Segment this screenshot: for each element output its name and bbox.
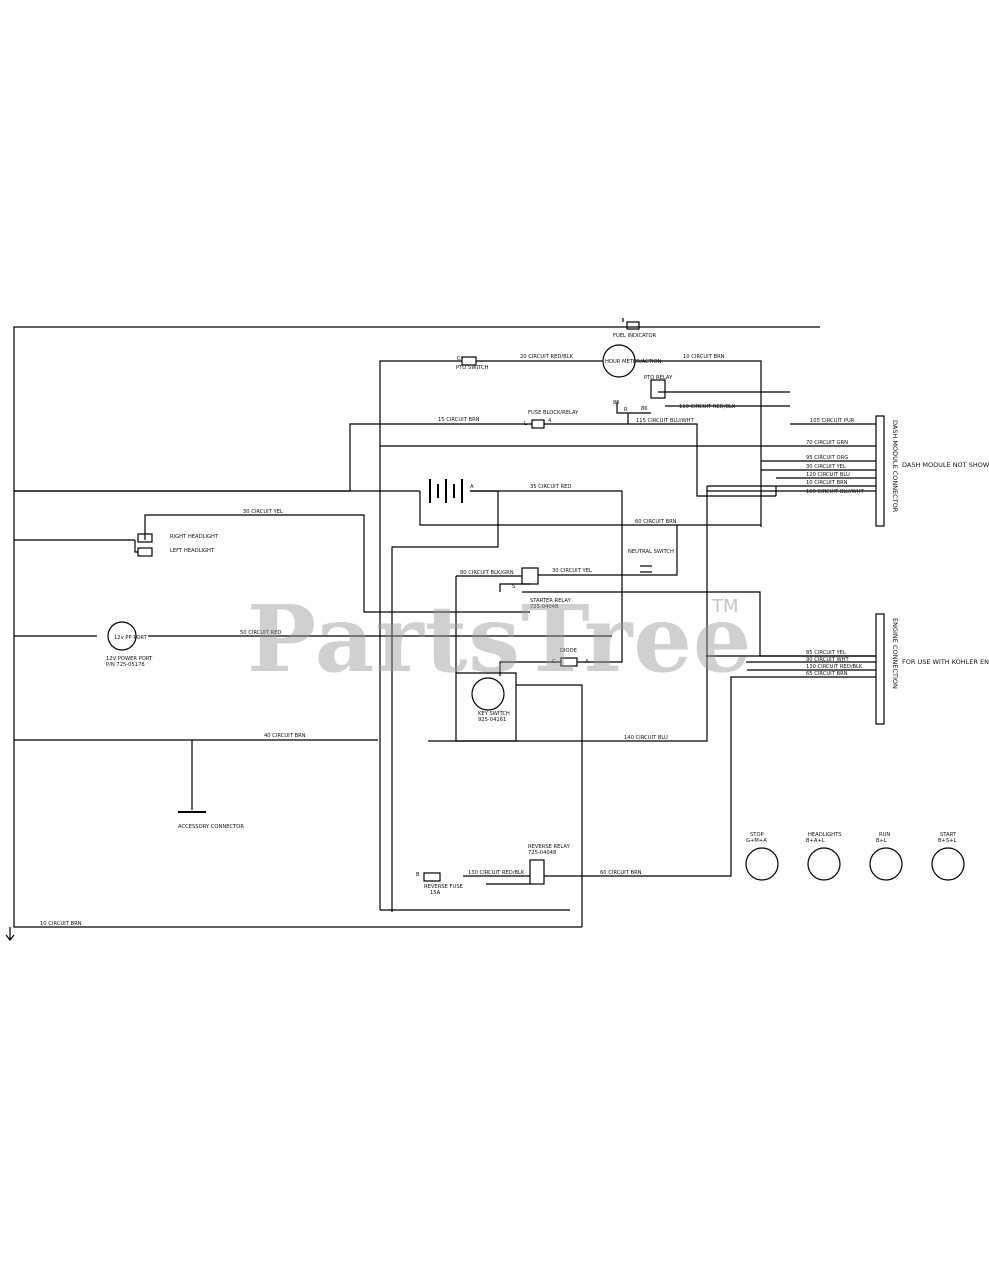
headlights: 30 CIRCUIT YEL RIGHT HEADLIGHT LEFT HEAD… [134,509,530,613]
svg-text:86: 86 [641,406,648,412]
key-position-run: RUN B+L [869,832,903,881]
svg-text:130 CIRCUIT RED/BLK: 130 CIRCUIT RED/BLK [806,664,863,670]
key-position-start: START B+S+L [931,832,965,881]
svg-text:925-04161: 925-04161 [478,717,506,723]
battery: A 35 CIRCUIT RED 60 CIRCUIT BRN [391,479,761,912]
svg-text:B: B [416,872,420,878]
svg-text:B+S+L: B+S+L [938,838,957,844]
svg-text:R: R [624,407,628,413]
svg-text:12V POWER PORT: 12V POWER PORT [106,656,153,662]
svg-text:RUN: RUN [879,832,890,838]
pto-pin-c: C [457,356,461,362]
svg-text:130 CIRCUIT RED/BLK: 130 CIRCUIT RED/BLK [468,870,525,876]
key-positions: STOP G+M+A HEADLIGHTS B+A+L RUN B+L STAR… [745,832,965,881]
svg-text:KEY SWITCH: KEY SWITCH [478,711,510,717]
svg-text:FUSE BLOCK/RELAY: FUSE BLOCK/RELAY [528,410,579,416]
svg-text:140 CIRCUIT BLU: 140 CIRCUIT BLU [624,735,668,741]
svg-text:A: A [585,659,589,665]
svg-text:12v PP PORT: 12v PP PORT [114,635,148,641]
fuse-block: 15 CIRCUIT BRN FUSE BLOCK/RELAY L 4 [14,410,628,492]
svg-text:35 CIRCUIT RED: 35 CIRCUIT RED [530,484,571,490]
svg-text:ENGINE CONNECTION: ENGINE CONNECTION [891,618,899,689]
svg-text:START: START [940,832,957,838]
key-position-headlights: HEADLIGHTS B+A+L [806,832,842,881]
svg-text:PTO RELAY: PTO RELAY [644,375,673,381]
partstree-watermark: PartsTree [247,585,753,693]
key-position-stop: STOP G+M+A [745,832,779,881]
dash-connector: 105 CIRCUIT PUR 70 CIRCUIT GRN 95 CIRCUI… [380,415,989,527]
svg-text:DIODE: DIODE [560,648,577,654]
svg-text:HEADLIGHTS: HEADLIGHTS [808,832,842,838]
svg-text:STARTER RELAY: STARTER RELAY [530,598,572,604]
svg-text:DASH MODULE NOT SHOWN P/N 725-: DASH MODULE NOT SHOWN P/N 725-04022 [902,461,989,469]
svg-text:30 CIRCUIT YEL: 30 CIRCUIT YEL [243,509,283,515]
svg-text:G+M+A: G+M+A [746,838,767,844]
svg-text:30 CIRCUIT YEL: 30 CIRCUIT YEL [552,568,592,574]
wire-10-label: 10 CIRCUIT BRN [683,354,725,360]
svg-text:P/N 725-05178: P/N 725-05178 [106,662,145,668]
svg-text:60 CIRCUIT BRN: 60 CIRCUIT BRN [600,870,642,876]
svg-text:15A: 15A [430,890,441,896]
svg-text:40 CIRCUIT BRN: 40 CIRCUIT BRN [264,733,306,739]
svg-text:725-04048: 725-04048 [528,850,556,856]
svg-text:A: A [470,484,474,490]
svg-text:NEUTRAL SWITCH: NEUTRAL SWITCH [628,549,674,555]
svg-text:60 CIRCUIT BRN: 60 CIRCUIT BRN [635,519,677,525]
svg-text:95 CIRCUIT ORG: 95 CIRCUIT ORG [806,455,848,461]
fuel-indicator-label: FUEL INDICATOR [613,333,657,339]
neutral-switch: 30 CIRCUIT YEL NEUTRAL SWITCH [538,525,678,576]
pto-row: PTO SWITCH C 20 CIRCUIT RED/BLK HOUR MET… [379,344,762,910]
hour-meter-label: HOUR METER/ACTION [605,359,661,365]
svg-text:REVERSE FUSE: REVERSE FUSE [424,884,463,890]
svg-text:REVERSE RELAY: REVERSE RELAY [528,844,571,850]
svg-text:RIGHT HEADLIGHT: RIGHT HEADLIGHT [170,534,219,540]
pto-relay: PTO RELAY 85 86 110 CIRCUIT RED/BLK R 11… [613,375,790,497]
svg-text:FOR USE WITH KOHLER ENGINE ONL: FOR USE WITH KOHLER ENGINE ONLY [902,658,989,666]
wire-20-label: 20 CIRCUIT RED/BLK [520,354,574,360]
left-headlight-icon [137,547,153,557]
svg-text:10 CIRCUIT BRN: 10 CIRCUIT BRN [806,480,848,486]
ground-wire-label: 10 CIRCUIT BRN [40,921,82,927]
svg-text:B+L: B+L [876,838,887,844]
pto-switch-label: PTO SWITCH [456,365,488,371]
svg-text:70 CIRCUIT GRN: 70 CIRCUIT GRN [806,440,848,446]
svg-text:105 CIRCUIT PUR: 105 CIRCUIT PUR [810,418,855,424]
engine-connector: 85 CIRCUIT YEL 90 CIRCUIT WHT 130 CIRCUI… [570,613,989,877]
svg-text:100 CIRCUIT BLU/WHT: 100 CIRCUIT BLU/WHT [806,489,865,495]
power-port: 12v PP PORT 12V POWER PORT P/N 725-05178… [106,621,612,668]
svg-text:30 CIRCUIT YEL: 30 CIRCUIT YEL [806,464,846,470]
svg-text:120 CIRCUIT BLU: 120 CIRCUIT BLU [806,472,850,478]
svg-text:85: 85 [613,400,620,406]
svg-text:110 CIRCUIT RED/BLK: 110 CIRCUIT RED/BLK [679,404,736,410]
svg-text:85 CIRCUIT YEL: 85 CIRCUIT YEL [806,650,846,656]
svg-text:115 CIRCUIT BLU/WHT: 115 CIRCUIT BLU/WHT [636,418,695,424]
diode: DIODE C A [499,648,589,676]
power-port-icon [107,621,137,651]
svg-text:15 CIRCUIT BRN: 15 CIRCUIT BRN [438,417,480,423]
svg-text:L: L [524,421,527,427]
svg-text:4: 4 [548,418,552,424]
fuel-indicator: FUEL INDICATOR [613,318,657,339]
reverse-relay: REVERSE RELAY 725-04048 130 CIRCUIT RED/… [380,844,642,911]
svg-text:S: S [512,584,515,590]
svg-text:DASH MODULE CONNECTOR: DASH MODULE CONNECTOR [891,420,899,513]
key-switch-icon [471,677,505,711]
svg-text:LEFT HEADLIGHT: LEFT HEADLIGHT [170,548,215,554]
svg-text:90 CIRCUIT WHT: 90 CIRCUIT WHT [806,657,850,663]
svg-text:ACCESSORY CONNECTOR: ACCESSORY CONNECTOR [178,824,244,830]
svg-text:65 CIRCUIT BRN: 65 CIRCUIT BRN [806,671,848,677]
svg-text:STOP: STOP [750,832,764,838]
trademark-mark: TM [712,596,739,617]
svg-text:50 CIRCUIT RED: 50 CIRCUIT RED [240,630,281,636]
svg-text:80 CIRCUIT BLK/GRN: 80 CIRCUIT BLK/GRN [460,570,514,576]
svg-text:B+A+L: B+A+L [806,838,825,844]
svg-text:725-04048: 725-04048 [530,604,558,610]
accessory-connector: ACCESSORY CONNECTOR [178,811,244,830]
right-headlight-icon [137,533,153,543]
reverse-fuse-icon [423,872,441,882]
key-switch: KEY SWITCH 925-04161 140 CIRCUIT BLU 40 … [14,486,708,927]
